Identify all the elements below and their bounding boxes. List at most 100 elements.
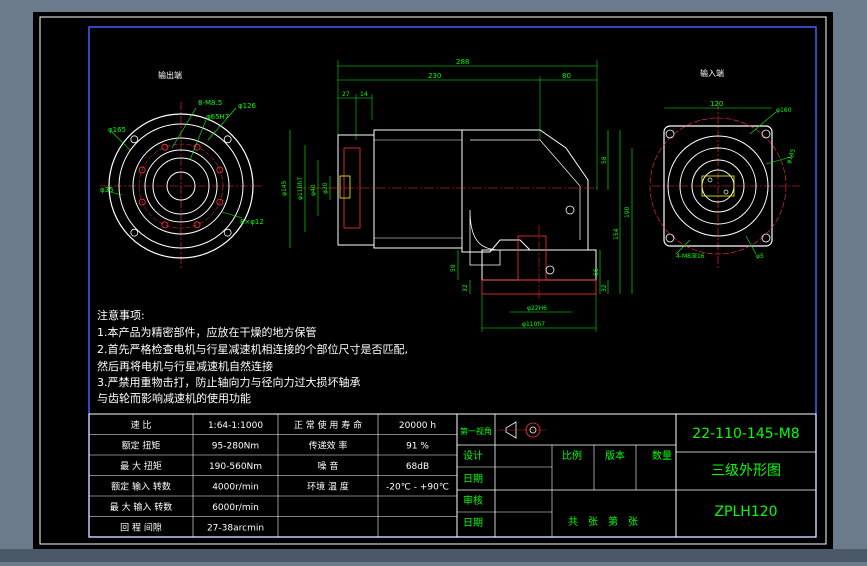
notes-block: 注意事项: 1.本产品为精密部件，应放在干燥的地方保管 2.首先严格检查电机与行… xyxy=(97,308,408,405)
spec-cell: 噪 音 xyxy=(318,460,339,472)
tb-review: 审核 xyxy=(463,494,483,507)
spec-cell: 传递效 率 xyxy=(309,440,348,452)
dim-in-phi160: φ160 xyxy=(776,107,792,114)
tb-design: 设计 xyxy=(463,449,483,462)
spec-cell: 回 程 间隙 xyxy=(120,522,162,534)
leader-line xyxy=(765,155,795,165)
flange-hole xyxy=(223,228,232,237)
dim-bottom-phi: φ110h7 xyxy=(522,321,545,328)
output-circle-2 xyxy=(118,123,244,249)
dim-27: 27 xyxy=(342,91,350,98)
output-key xyxy=(339,175,351,199)
input-hole xyxy=(545,265,555,275)
input-end-view: 输入端 120 φ160 φ145 4-M8深16 φ5 xyxy=(649,68,800,268)
notes-title: 注意事项: xyxy=(97,308,145,322)
input-shaft-block xyxy=(517,235,547,281)
dim-out-key: 8×φ12 xyxy=(240,218,264,226)
bolt-hole xyxy=(138,166,146,174)
input-pcd-circle xyxy=(649,117,787,255)
leader-line xyxy=(675,239,691,255)
input-end-label: 输入端 xyxy=(700,68,724,78)
flange-hole xyxy=(223,135,232,144)
tb-date1: 日期 xyxy=(463,473,483,485)
spec-grid xyxy=(89,414,457,537)
input-circle-2 xyxy=(679,147,757,225)
dim-r32: 32 xyxy=(601,284,608,292)
output-circle-4 xyxy=(144,149,218,223)
leader-line xyxy=(749,111,777,135)
tb-part-name: 三级外形图 xyxy=(711,463,781,479)
output-bore xyxy=(166,171,196,201)
mount-hole xyxy=(665,233,675,243)
side-hole xyxy=(565,205,575,215)
dim-14: 14 xyxy=(360,91,368,98)
leader-line xyxy=(189,119,207,161)
tb-projection: 第一视角 xyxy=(460,426,492,436)
tb-model: ZPLH120 xyxy=(714,504,777,520)
flange-hole xyxy=(130,228,139,237)
dim-out-outer: φ165 xyxy=(108,126,126,134)
dim-r154: 154 xyxy=(613,228,620,240)
sheet-background xyxy=(33,12,833,549)
dim-out-m8: 8-M8.5 xyxy=(198,99,222,107)
dim-in-phi5: φ5 xyxy=(756,253,764,260)
spec-cell: 1:64-1:1000 xyxy=(208,421,263,431)
notes-line: 与齿轮而影响减速机的使用功能 xyxy=(97,391,251,405)
leader-line xyxy=(221,211,243,219)
output-holes xyxy=(138,143,224,229)
clamp-screw xyxy=(723,189,729,195)
leader-line xyxy=(745,235,757,255)
spec-cell: 额定 输入 转数 xyxy=(111,481,171,493)
dim-r66: 66 xyxy=(593,268,600,276)
dim-in-m8: 4-M8深16 xyxy=(676,252,705,260)
dim-s32: 32 xyxy=(462,284,469,292)
dim-overall: 288 xyxy=(456,58,469,66)
spec-cell: 68dB xyxy=(406,462,429,472)
dim-h40: φ40 xyxy=(310,184,317,196)
input-circle-1 xyxy=(667,135,769,237)
bolt-hole xyxy=(161,221,169,229)
projection-symbol-icon xyxy=(505,421,517,439)
tb-sheets: 共 张 第 张 xyxy=(568,515,638,528)
tb-part-no: 22-110-145-M8 xyxy=(692,426,799,442)
dim-bottom-phi2: φ22H6 xyxy=(527,305,547,312)
output-circle-5 xyxy=(152,157,210,215)
input-clamp xyxy=(701,175,735,197)
dim-s59: 59 xyxy=(450,264,457,272)
dim-h110: φ110h7 xyxy=(297,177,304,200)
input-holes xyxy=(665,129,771,243)
spec-cell: 95-280Nm xyxy=(212,442,259,452)
dim-out-phi126: φ126 xyxy=(238,102,257,110)
mount-hole xyxy=(665,129,675,139)
bolt-hole xyxy=(193,221,201,229)
spec-cell: 20000 h xyxy=(399,421,436,431)
spec-cell: 190-560Nm xyxy=(209,462,262,472)
outer-frame xyxy=(39,16,827,545)
side-view: 288 230 80 27 14 φ145 φ110h7 φ40 φ20 xyxy=(281,58,633,332)
tb-version: 版本 xyxy=(605,449,625,462)
dim-h145: φ145 xyxy=(281,180,288,196)
spec-cell: -20℃ - +90℃ xyxy=(386,483,449,493)
output-outer-circle xyxy=(108,113,254,259)
notes-line: 2.首先严格检查电机与行星减速机相连接的个部位尺寸是否匹配, xyxy=(97,342,408,356)
leader-line xyxy=(171,107,197,149)
dim-80: 80 xyxy=(562,72,571,80)
dim-out-phi35: φ35 xyxy=(100,186,114,194)
leader-line xyxy=(207,107,237,141)
notes-line: 1.本产品为精密部件，应放在干燥的地方保管 xyxy=(97,325,317,339)
notes-line: 3.严禁用重物击打，防止轴向力与径向力过大损坏轴承 xyxy=(97,375,361,389)
spec-cell: 最 大 输入 转数 xyxy=(110,501,173,513)
bolt-hole xyxy=(193,143,201,151)
leader-line xyxy=(109,191,123,196)
spec-cell: 速 比 xyxy=(131,419,152,431)
spec-cell: 环境 温 度 xyxy=(307,481,349,493)
spec-cell: 正 常 使 用 寿 命 xyxy=(294,419,362,431)
output-hole-pcd xyxy=(138,143,224,229)
status-bar xyxy=(0,549,867,562)
spec-cell: 6000r/min xyxy=(212,503,259,513)
elbow xyxy=(469,209,501,266)
dim-h20: φ20 xyxy=(322,182,329,194)
bolt-hole xyxy=(161,143,169,151)
